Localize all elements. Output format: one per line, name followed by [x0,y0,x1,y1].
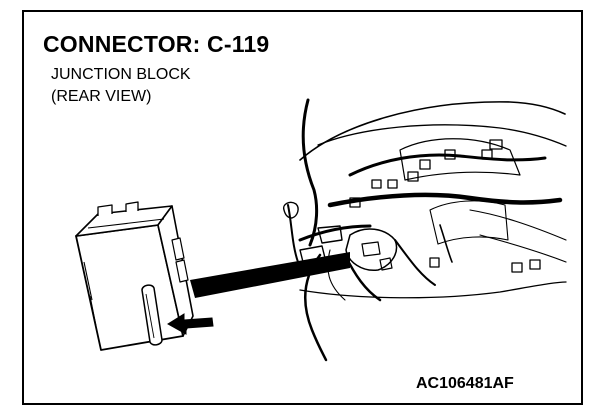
left-wire-1 [301,98,319,247]
cluster-cavity [399,138,521,181]
figure-code: AC106481AF [416,375,514,392]
component-label: JUNCTION BLOCK [51,66,191,83]
view-label: (REAR VIEW) [51,88,152,105]
dashboard-upper-curve [317,124,567,147]
left-wire-3 [287,204,299,263]
dash-connector [371,179,382,189]
page-title: CONNECTOR: C-119 [43,31,270,57]
dashboard-top-edge [299,101,566,161]
main-harness [327,192,563,208]
callout-pointer [190,252,350,298]
locator-arrow [167,313,214,335]
dashboard-lower-edge [299,281,567,299]
junction-block [75,201,194,351]
dashboard-right-lines [469,209,567,241]
